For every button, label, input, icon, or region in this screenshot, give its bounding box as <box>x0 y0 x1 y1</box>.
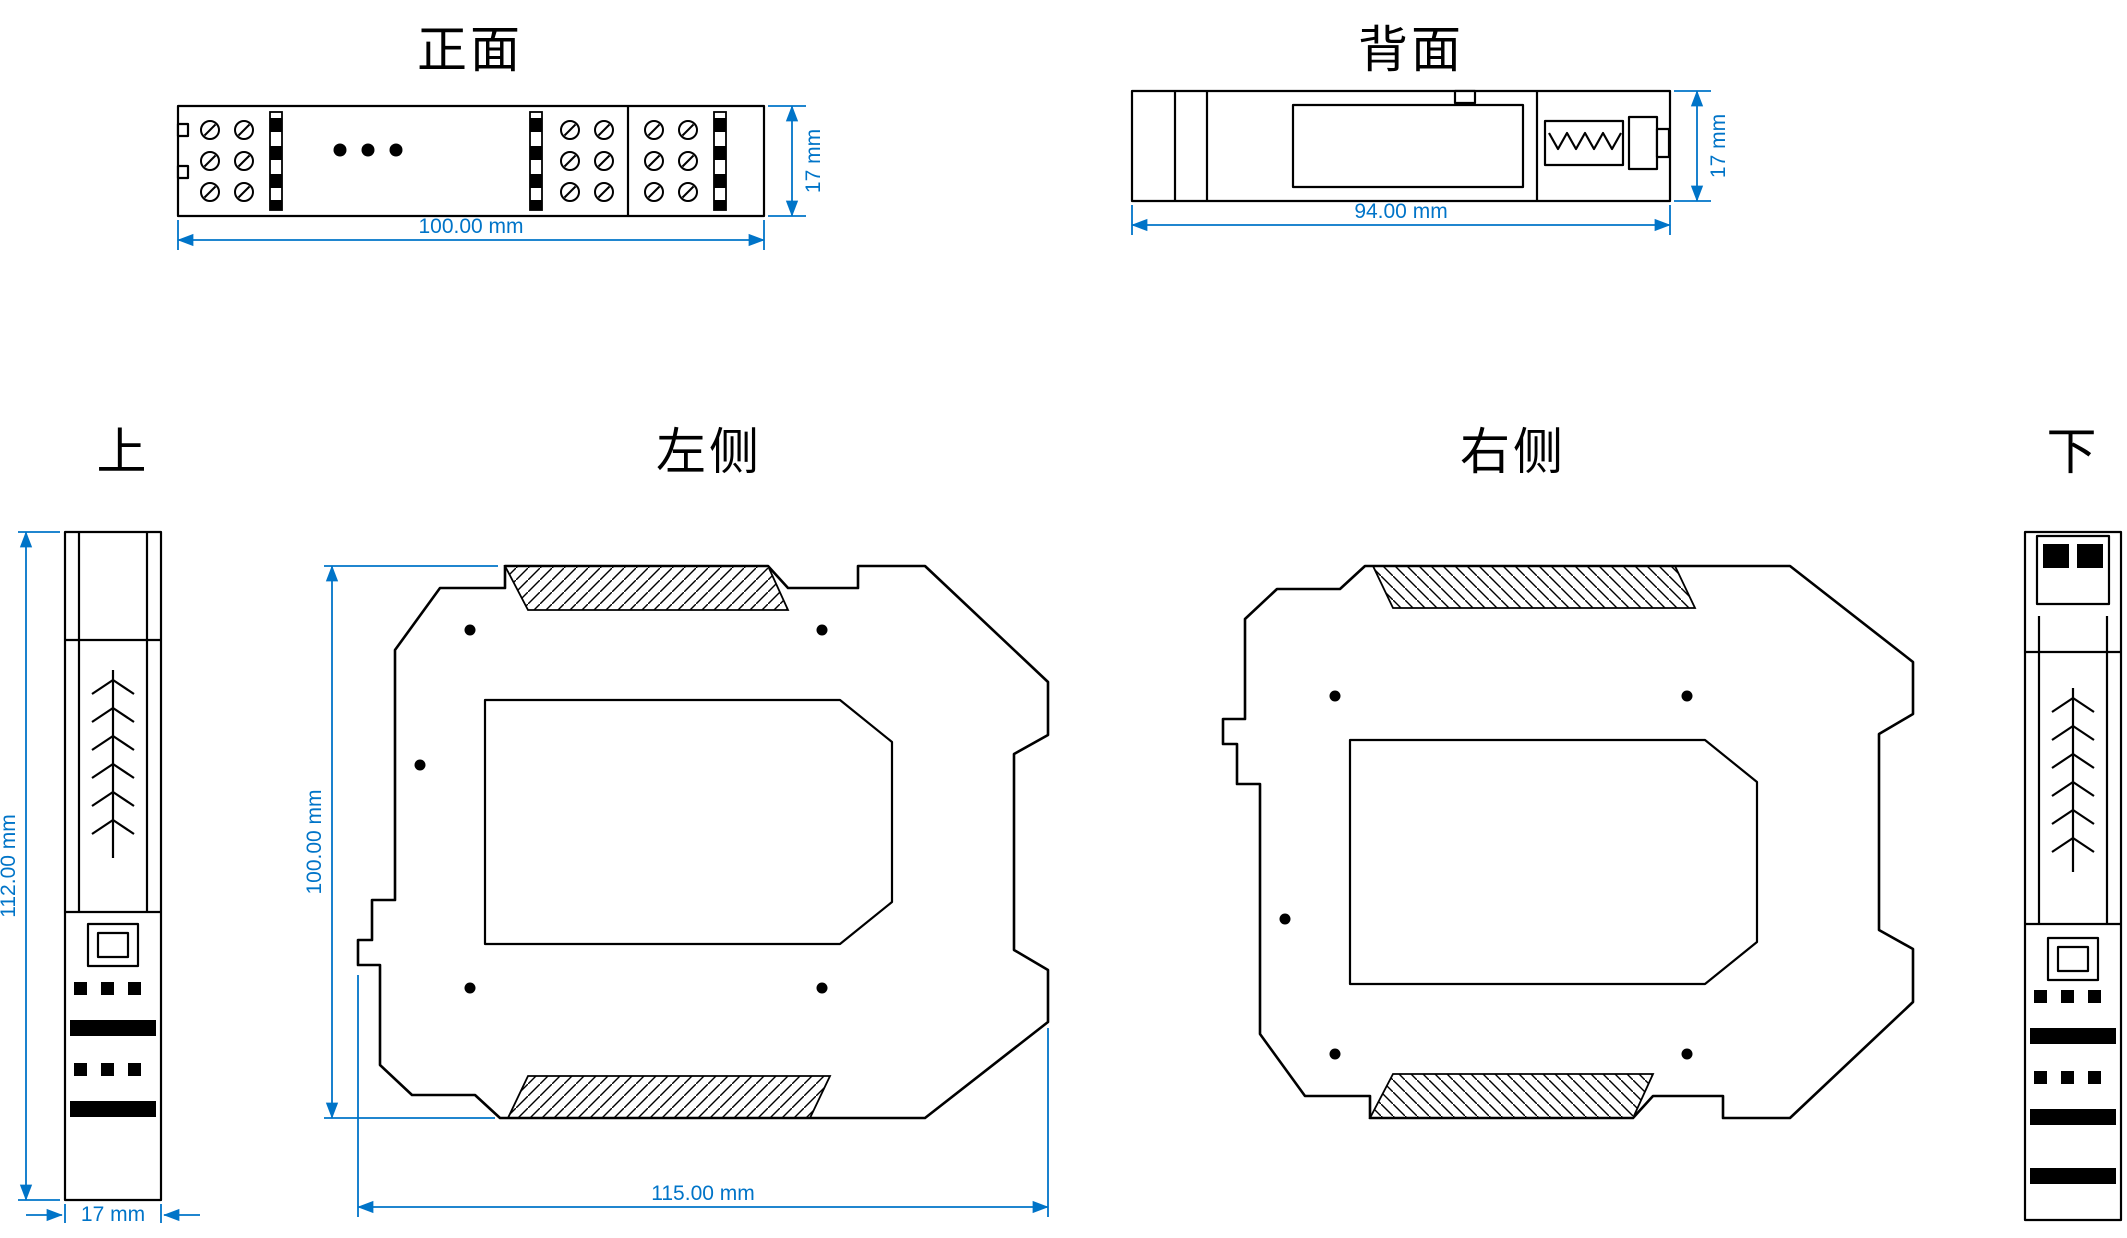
back-height-dimension: 17 mm <box>1674 90 1730 202</box>
front-width-dimension: 100.00 mm <box>177 215 765 250</box>
back-height-dimension-label: 17 mm <box>1707 114 1730 178</box>
top-rail-connector-tree <box>90 670 136 858</box>
front-height-dimension-label: 17 mm <box>802 129 825 193</box>
front-led-indicators <box>333 143 403 157</box>
top-housing-outline <box>63 530 163 1202</box>
front-housing-outline <box>176 104 766 218</box>
right-view-title: 右侧 <box>1460 424 1566 480</box>
back-width-dimension-label: 94.00 mm <box>1354 200 1447 223</box>
left-housing-profile <box>356 564 1050 1120</box>
left-view-drawing: 100.00 mm 115.00 mm <box>303 564 1050 1217</box>
top-view-title: 上 <box>96 424 150 480</box>
back-width-dimension: 94.00 mm <box>1131 200 1671 235</box>
top-mount-block <box>86 922 140 968</box>
right-housing-profile <box>1221 564 1915 1120</box>
front-view-title: 正面 <box>417 22 523 78</box>
bottom-rail-connector <box>2035 534 2111 606</box>
back-view-drawing: 94.00 mm 17 mm <box>1130 89 1730 235</box>
top-height-dimension: 112.00 mm <box>0 531 60 1201</box>
bottom-view-title: 下 <box>2046 424 2100 480</box>
left-height-dimension-label: 100.00 mm <box>303 789 326 894</box>
front-width-dimension-label: 100.00 mm <box>418 215 523 238</box>
bottom-housing-outline <box>2023 530 2123 1222</box>
back-din-clip <box>1543 115 1671 171</box>
top-terminal-blocks <box>70 982 156 1117</box>
back-view-title: 背面 <box>1358 22 1464 78</box>
front-terminal-block-right <box>529 106 727 216</box>
bottom-mount-block <box>2046 936 2100 982</box>
front-view-drawing: 100.00 mm 17 mm <box>176 104 825 250</box>
front-height-dimension: 17 mm <box>768 105 825 217</box>
clip-spring <box>1548 131 1622 151</box>
left-view-title: 左侧 <box>656 424 762 480</box>
right-view-drawing <box>1221 564 1915 1120</box>
bottom-view-drawing <box>2023 530 2123 1222</box>
left-width-dimension: 115.00 mm <box>357 975 1049 1217</box>
left-height-dimension: 100.00 mm <box>303 565 498 1119</box>
top-width-dimension-label: 17 mm <box>81 1203 145 1226</box>
top-width-dimension: 17 mm <box>26 1203 200 1226</box>
back-housing-outline <box>1130 89 1672 203</box>
front-terminal-block-left <box>200 111 283 211</box>
left-width-dimension-label: 115.00 mm <box>651 1182 755 1205</box>
bottom-rail-connector-tree <box>2050 688 2096 872</box>
bottom-terminal-blocks <box>2030 990 2116 1184</box>
top-view-drawing: 112.00 mm 17 mm <box>0 530 200 1226</box>
top-height-dimension-label: 112.00 mm <box>0 814 20 918</box>
